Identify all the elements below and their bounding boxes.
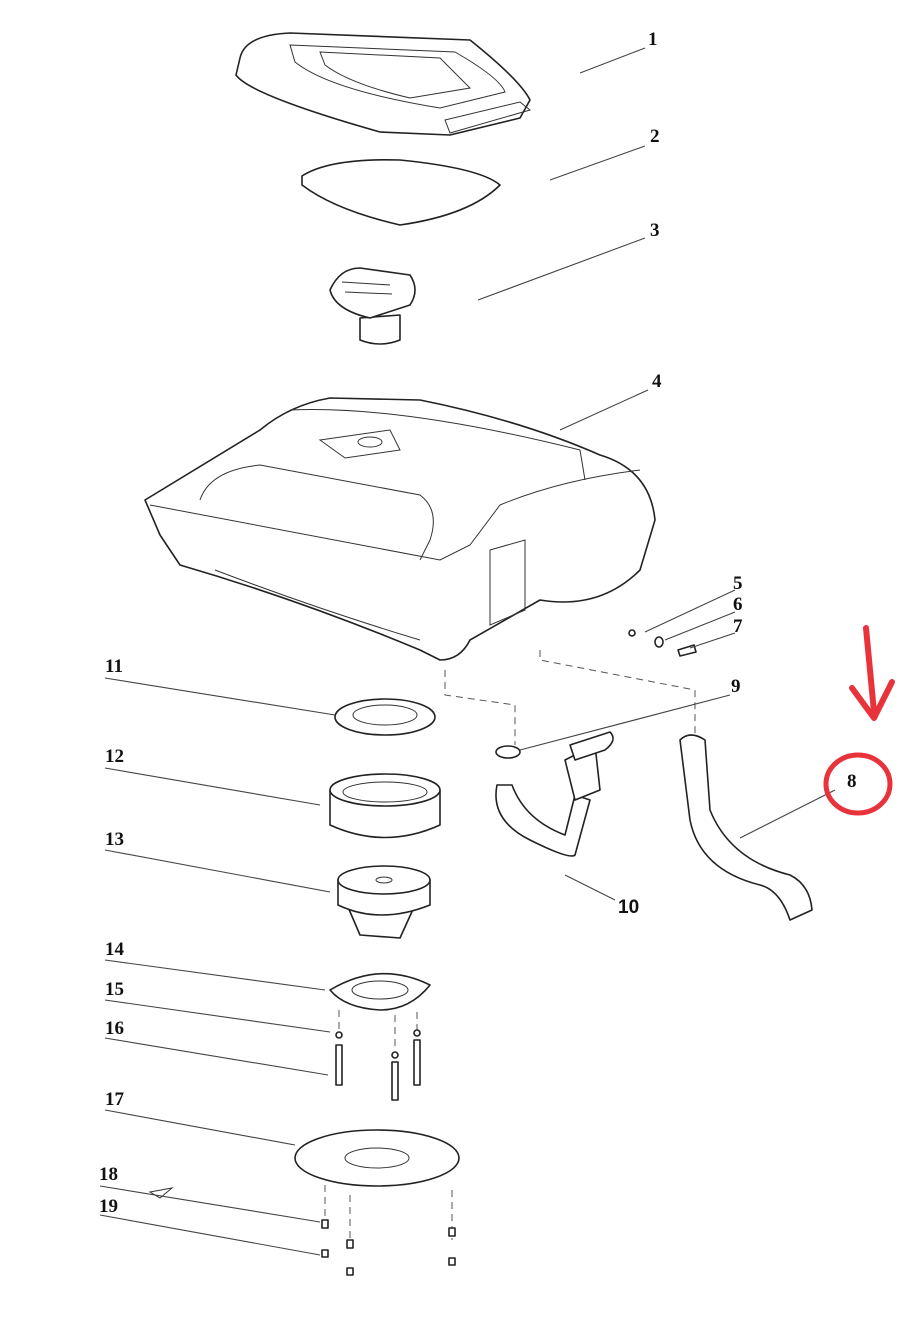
part-drain-hose [679, 734, 813, 921]
callout-16: 16 [105, 1018, 124, 1039]
part-seal-ring [334, 698, 436, 736]
leader-lines [99, 47, 836, 1256]
callout-1: 1 [648, 29, 658, 50]
part-base-plate [294, 1129, 460, 1187]
callout-12: 12 [105, 746, 124, 767]
callout-3: 3 [650, 220, 660, 241]
part-nut [654, 636, 664, 648]
part-suction-hose-assembly [495, 731, 614, 857]
callout-5: 5 [733, 573, 743, 594]
part-long-bolts [335, 1029, 421, 1101]
part-top-cover [235, 32, 532, 136]
callout-17: 17 [105, 1089, 125, 1110]
callout-4: 4 [652, 371, 662, 392]
callout-10: 10 [618, 897, 639, 918]
callout-19: 19 [99, 1196, 118, 1217]
highlight-annotation [823, 625, 895, 816]
red-circle-highlight [823, 752, 893, 816]
part-motor-sleeve [329, 773, 441, 839]
part-washer [628, 629, 636, 637]
callout-14: 14 [105, 939, 125, 960]
callout-11: 11 [105, 656, 123, 677]
part-small-screws [148, 1187, 456, 1276]
callout-18: 18 [99, 1164, 118, 1185]
callout-8: 8 [847, 771, 857, 792]
part-gasket-sheet [301, 159, 501, 226]
callout-2: 2 [650, 126, 660, 147]
part-recovery-tank [144, 397, 656, 661]
red-arrow-icon [849, 625, 895, 721]
callout-9: 9 [731, 676, 741, 697]
part-motor-bracket [329, 972, 431, 1011]
part-vacuum-motor [337, 865, 431, 939]
part-hose-clamp [495, 745, 521, 759]
callout-13: 13 [105, 829, 124, 850]
callout-6: 6 [733, 594, 743, 615]
callout-7: 7 [733, 616, 743, 637]
part-float-filter [329, 267, 416, 345]
callout-15: 15 [105, 979, 124, 1000]
